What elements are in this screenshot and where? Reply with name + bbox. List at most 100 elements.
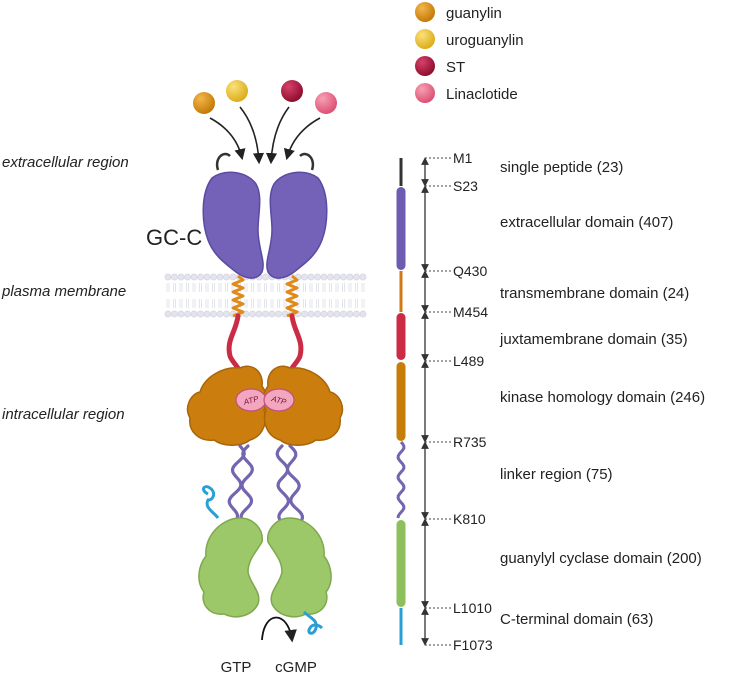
lipid-head bbox=[197, 310, 204, 318]
residue-label: R735 bbox=[453, 434, 487, 450]
residue-label: Q430 bbox=[453, 263, 487, 279]
c-terminal-tail-right bbox=[302, 610, 324, 635]
lipid-head bbox=[346, 310, 354, 318]
residue-label: L1010 bbox=[453, 600, 492, 616]
lipid-head bbox=[177, 273, 185, 281]
legend-label: ST bbox=[446, 59, 465, 76]
cyclase-domain-right bbox=[267, 517, 332, 618]
lipid-head bbox=[353, 273, 360, 281]
juxtamembrane-dimer bbox=[226, 313, 304, 375]
atp-left: ATP bbox=[235, 388, 267, 412]
reaction-arrow bbox=[261, 616, 297, 643]
lipid-head bbox=[255, 310, 263, 318]
lipid-head bbox=[262, 310, 269, 318]
lipid-head bbox=[171, 273, 178, 281]
lipid-head bbox=[223, 273, 230, 281]
signal-tail-left bbox=[215, 152, 231, 171]
legend: guanylin uroguanylin ST Linaclotide bbox=[415, 2, 524, 103]
legend-item-uroguanylin: uroguanylin bbox=[415, 29, 524, 49]
guanylin-ligand bbox=[193, 92, 215, 114]
lipid-head bbox=[216, 310, 224, 318]
domain-label: kinase homology domain (246) bbox=[500, 389, 705, 406]
gcc-label: GC-C bbox=[146, 225, 202, 250]
lipid-head bbox=[333, 310, 341, 318]
lipid-head bbox=[307, 273, 315, 281]
linker-strand bbox=[275, 444, 291, 524]
legend-label: Linaclotide bbox=[446, 86, 518, 103]
legend-item-linaclotide: Linaclotide bbox=[415, 83, 518, 103]
residue-label: F1073 bbox=[453, 637, 493, 653]
lipid-head bbox=[359, 273, 367, 281]
extracellular-domain-right bbox=[266, 171, 328, 279]
lipid-head bbox=[307, 310, 315, 318]
lipid-head bbox=[301, 310, 308, 318]
lipid-head bbox=[190, 310, 198, 318]
lipid-head bbox=[340, 310, 347, 318]
atp-label: ATP bbox=[270, 394, 288, 407]
domain-labels: single peptide (23) extracellular domain … bbox=[499, 159, 705, 628]
domain-label: extracellular domain (407) bbox=[500, 214, 673, 231]
ligands bbox=[193, 80, 337, 114]
lipid-head bbox=[223, 310, 230, 318]
domain-segment bbox=[396, 520, 406, 607]
lipid-head bbox=[197, 273, 204, 281]
kinase-domain-right bbox=[262, 365, 344, 446]
lipid-head bbox=[320, 273, 328, 281]
lipid-head bbox=[333, 273, 341, 281]
c-terminal-tail-left bbox=[202, 485, 220, 519]
lipid-head bbox=[249, 310, 256, 318]
domain-label: transmembrane domain (24) bbox=[500, 285, 689, 302]
linaclotide-swatch bbox=[415, 83, 435, 103]
domain-label: single peptide (23) bbox=[500, 159, 623, 176]
linker-strand bbox=[285, 444, 305, 524]
domain-label: C-terminal domain (63) bbox=[500, 611, 653, 628]
intracellular-region-label: intracellular region bbox=[2, 406, 125, 423]
lipid-head bbox=[210, 273, 217, 281]
lipid-head bbox=[353, 310, 360, 318]
lipid-head bbox=[203, 310, 211, 318]
lipid-head bbox=[314, 273, 321, 281]
plasma-membrane-label: plasma membrane bbox=[1, 283, 126, 300]
residue-label: K810 bbox=[453, 511, 486, 527]
extracellular-domain-dimer bbox=[202, 152, 328, 279]
residue-label: L489 bbox=[453, 353, 484, 369]
domain-segment bbox=[396, 187, 406, 270]
domain-segment bbox=[396, 362, 406, 441]
juxtamembrane-right bbox=[287, 313, 304, 375]
cyclase-reaction: GTP cGMP bbox=[221, 616, 317, 676]
domain-label: linker region (75) bbox=[500, 466, 613, 483]
lipid-head bbox=[216, 273, 224, 281]
lipid-head bbox=[346, 273, 354, 281]
lipid-head bbox=[359, 310, 367, 318]
signal-tail-right bbox=[299, 152, 315, 171]
lipid-head bbox=[327, 273, 334, 281]
st-swatch bbox=[415, 56, 435, 76]
lipid-head bbox=[268, 310, 276, 318]
cyclase-domain-left bbox=[198, 517, 263, 618]
transmembrane-helices bbox=[231, 274, 299, 318]
legend-label: uroguanylin bbox=[446, 32, 524, 49]
linaclotide-ligand bbox=[315, 92, 337, 114]
tm-helix-left bbox=[231, 274, 245, 318]
domain-bar bbox=[396, 158, 406, 645]
legend-label: guanylin bbox=[446, 5, 502, 22]
lipid-head bbox=[171, 310, 178, 318]
domain-segment bbox=[396, 313, 406, 360]
guanylin-swatch bbox=[415, 2, 435, 22]
extracellular-region-label: extracellular region bbox=[2, 154, 129, 171]
lipid-head bbox=[229, 273, 237, 281]
domain-label: juxtamembrane domain (35) bbox=[499, 331, 688, 348]
linker-coiled-coil bbox=[227, 444, 305, 524]
lipid-head bbox=[203, 273, 211, 281]
tm-helix-right bbox=[285, 274, 299, 318]
lipid-head bbox=[184, 273, 191, 281]
juxtamembrane-left bbox=[226, 313, 243, 375]
lipid-head bbox=[262, 273, 269, 281]
lipid-head bbox=[314, 310, 321, 318]
lipid-bilayer bbox=[164, 273, 367, 318]
cgmp-label: cGMP bbox=[275, 659, 317, 676]
lipid-head bbox=[190, 273, 198, 281]
uroguanylin-ligand bbox=[226, 80, 248, 102]
